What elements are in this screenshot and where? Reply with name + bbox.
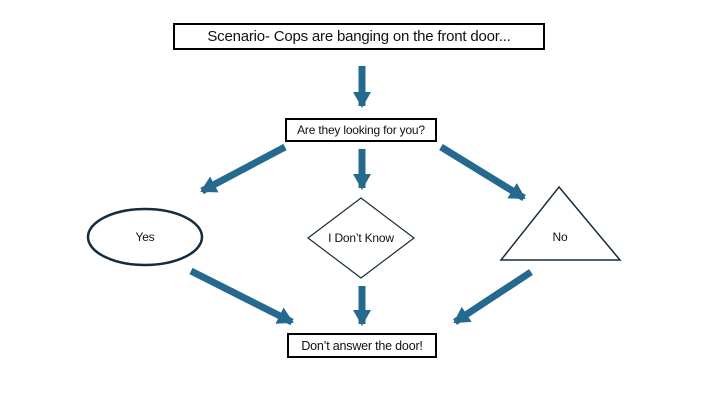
question-text: Are they looking for you?: [297, 123, 425, 137]
question-box: Are they looking for you?: [285, 118, 437, 142]
dont-know-diamond: [307, 197, 415, 279]
yes-label: Yes: [136, 230, 155, 244]
arrow-no-to-outcome: [453, 269, 533, 325]
outcome-text: Don’t answer the door!: [301, 338, 423, 353]
title-box: Scenario- Cops are banging on the front …: [173, 23, 545, 50]
outcome-box: Don’t answer the door!: [287, 333, 437, 358]
arrow-yes-to-outcome: [189, 267, 294, 326]
title-text: Scenario- Cops are banging on the front …: [207, 28, 511, 45]
no-label: No: [553, 230, 568, 244]
arrow-question-to-yes: [200, 143, 287, 195]
arrow-question-to-no: [439, 144, 526, 201]
dont-know-label: I Don’t Know: [328, 231, 394, 245]
yes-ellipse: [86, 207, 204, 267]
no-triangle: [499, 185, 622, 261]
